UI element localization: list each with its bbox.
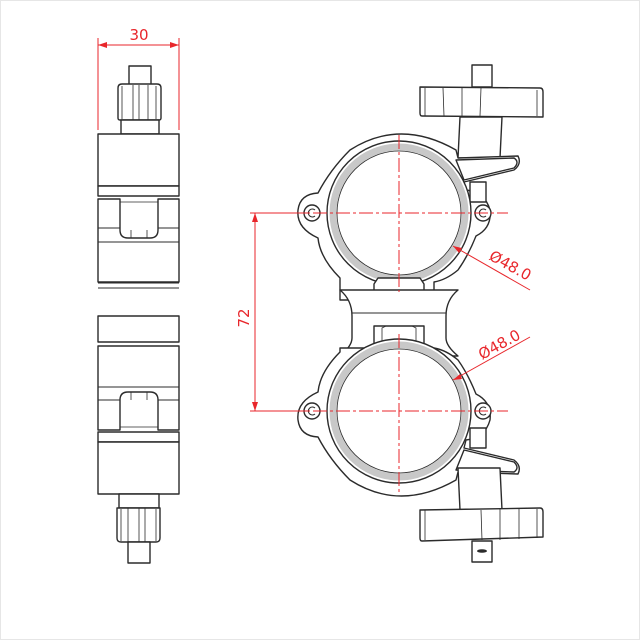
upper-body-band [97, 185, 180, 197]
bottom-stud [127, 541, 151, 564]
front-view: 72 Ø48.0 Ø48.0 [235, 64, 544, 563]
upper-diameter-dimension: Ø48.0 [452, 245, 534, 291]
lower-diameter-label: Ø48.0 [475, 326, 523, 364]
center-distance-dimension: 72 [235, 212, 308, 412]
bottom-shaft [118, 493, 160, 509]
upper-body-block [97, 133, 180, 187]
waist-connector [339, 289, 459, 357]
width-dimension: 30 [97, 26, 180, 130]
upper-lever [455, 157, 518, 181]
lower-clamp-section [97, 345, 180, 431]
lower-body-band [97, 431, 180, 443]
center-lines [290, 135, 508, 492]
top-shaft [120, 119, 160, 135]
lower-lever [455, 449, 518, 473]
lower-body-block [97, 441, 180, 495]
bottom-wing-knob [419, 467, 544, 563]
upper-clamp-section [97, 198, 180, 283]
top-wing-knob [419, 64, 544, 159]
center-distance-label: 72 [235, 308, 253, 327]
top-nut [117, 83, 162, 121]
side-view: 30 [97, 26, 180, 564]
width-dimension-label: 30 [129, 26, 148, 44]
upper-hinge-post [469, 181, 487, 203]
lower-hinge-post [469, 427, 487, 449]
bottom-nut [116, 507, 161, 543]
middle-section [97, 315, 180, 343]
